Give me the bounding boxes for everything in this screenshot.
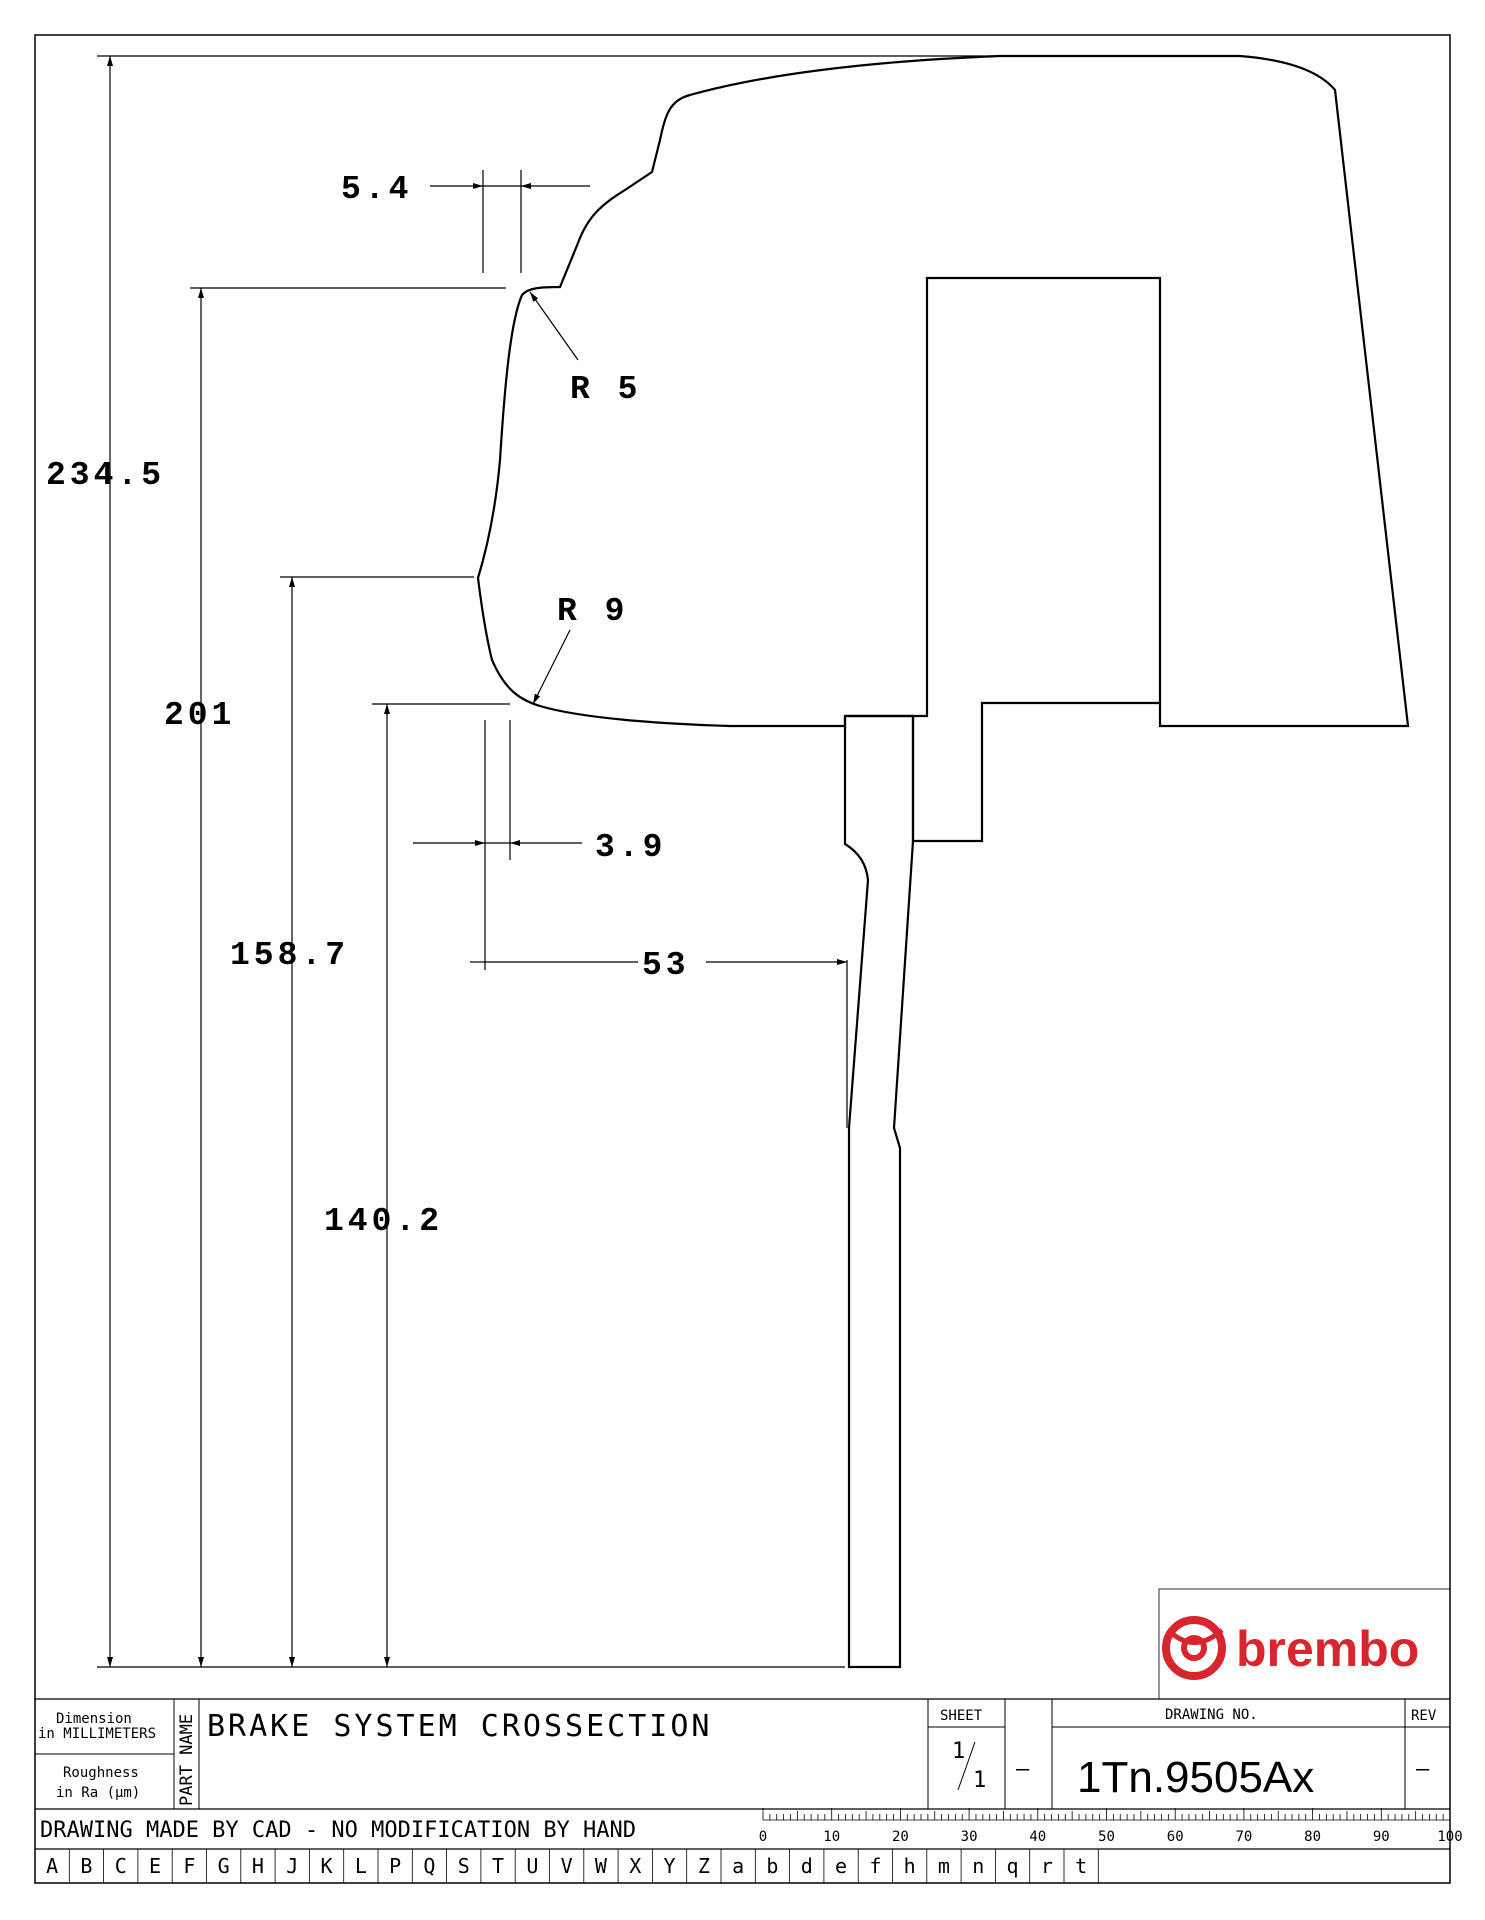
zone-letter: r: [1041, 1854, 1053, 1878]
dimension-label-1: Dimension: [56, 1711, 132, 1727]
dimension-label-2: in MILLIMETERS: [38, 1726, 156, 1742]
part-name: BRAKE SYSTEM CROSSECTION: [207, 1709, 712, 1744]
roughness-label-2: in Ra (μm): [56, 1785, 140, 1801]
zone-letter: n: [972, 1854, 984, 1878]
zone-letter: Y: [664, 1854, 676, 1878]
zone-letter: A: [46, 1854, 58, 1878]
brembo-logo: brembo: [1158, 1588, 1451, 1700]
zone-letter: T: [492, 1854, 504, 1878]
ruler-label: 90: [1373, 1829, 1390, 1845]
ruler-label: 10: [823, 1829, 840, 1845]
ruler-label: 100: [1437, 1829, 1462, 1845]
zone-letter: S: [458, 1854, 470, 1878]
zone-letter: L: [355, 1854, 367, 1878]
roughness-label-1: Roughness: [63, 1765, 139, 1781]
zone-letter: W: [595, 1854, 608, 1878]
zone-letter: V: [561, 1854, 573, 1878]
drawing-number: 1Tn.9505Ax: [1077, 1753, 1314, 1802]
zone-letter: G: [218, 1854, 230, 1878]
zone-letter: q: [1007, 1854, 1019, 1878]
zone-letter: d: [801, 1854, 813, 1878]
caliper-profile: [476, 54, 1410, 1669]
cad-note: DRAWING MADE BY CAD - NO MODIFICATION BY…: [40, 1818, 636, 1843]
brembo-mark-icon: [1162, 1616, 1226, 1680]
zone-letter: J: [286, 1854, 298, 1878]
zone-letter: a: [732, 1854, 744, 1878]
zone-letter: h: [904, 1854, 916, 1878]
brembo-wordmark: brembo: [1236, 1621, 1419, 1677]
part-name-label: PART NAME: [177, 1714, 197, 1806]
zone-letter: P: [389, 1854, 401, 1878]
zone-letter: U: [526, 1854, 538, 1878]
ruler-label: 30: [961, 1829, 978, 1845]
zone-letter: Z: [698, 1854, 710, 1878]
zone-letter: H: [252, 1854, 264, 1878]
scale-ruler: 0 10 20 30 40 50 60 70 80 90 100: [759, 1808, 1463, 1845]
ruler-label: 40: [1029, 1829, 1046, 1845]
sheet-total: 1: [973, 1768, 986, 1793]
dim-r5: R 5: [570, 371, 641, 408]
dim-3-9: 3.9: [595, 829, 666, 866]
sheet-border: [34, 34, 1451, 1884]
zone-letter: E: [149, 1854, 161, 1878]
zone-letter: m: [938, 1854, 950, 1878]
ruler-label: 50: [1098, 1829, 1115, 1845]
zone-letter: X: [629, 1854, 641, 1878]
zone-letter: C: [115, 1854, 127, 1878]
ruler-label: 20: [892, 1829, 909, 1845]
zone-letter: b: [766, 1854, 778, 1878]
zone-letter: t: [1075, 1854, 1087, 1878]
dim-158-7: 158.7: [230, 937, 349, 974]
zone-letter: e: [835, 1854, 847, 1878]
zone-letter: F: [183, 1854, 195, 1878]
ruler-label: 0: [759, 1829, 767, 1845]
ruler-label: 60: [1167, 1829, 1184, 1845]
zone-letter: K: [321, 1854, 333, 1878]
dim-r9: R 9: [557, 593, 628, 630]
title-block: [35, 1698, 1450, 1850]
zone-letter: f: [869, 1854, 881, 1878]
ruler-label: 70: [1235, 1829, 1252, 1845]
dim-53: 53: [642, 947, 690, 984]
zone-letter: Q: [423, 1854, 435, 1878]
rev-value: —: [1416, 1757, 1430, 1782]
rev-label: REV: [1411, 1708, 1437, 1724]
dim-5-4: 5.4: [341, 171, 412, 208]
zone-letter: B: [80, 1854, 92, 1878]
sheet-number: 1: [952, 1739, 965, 1764]
dim-140-2: 140.2: [324, 1203, 443, 1240]
dimension-lines: [97, 55, 1000, 1668]
ruler-label: 80: [1304, 1829, 1321, 1845]
dim-201: 201: [164, 697, 235, 734]
sheet-dash: —: [1016, 1757, 1030, 1782]
drawing-no-label: DRAWING NO.: [1165, 1707, 1258, 1723]
dim-234-5: 234.5: [46, 457, 165, 494]
sheet-label: SHEET: [940, 1708, 983, 1724]
